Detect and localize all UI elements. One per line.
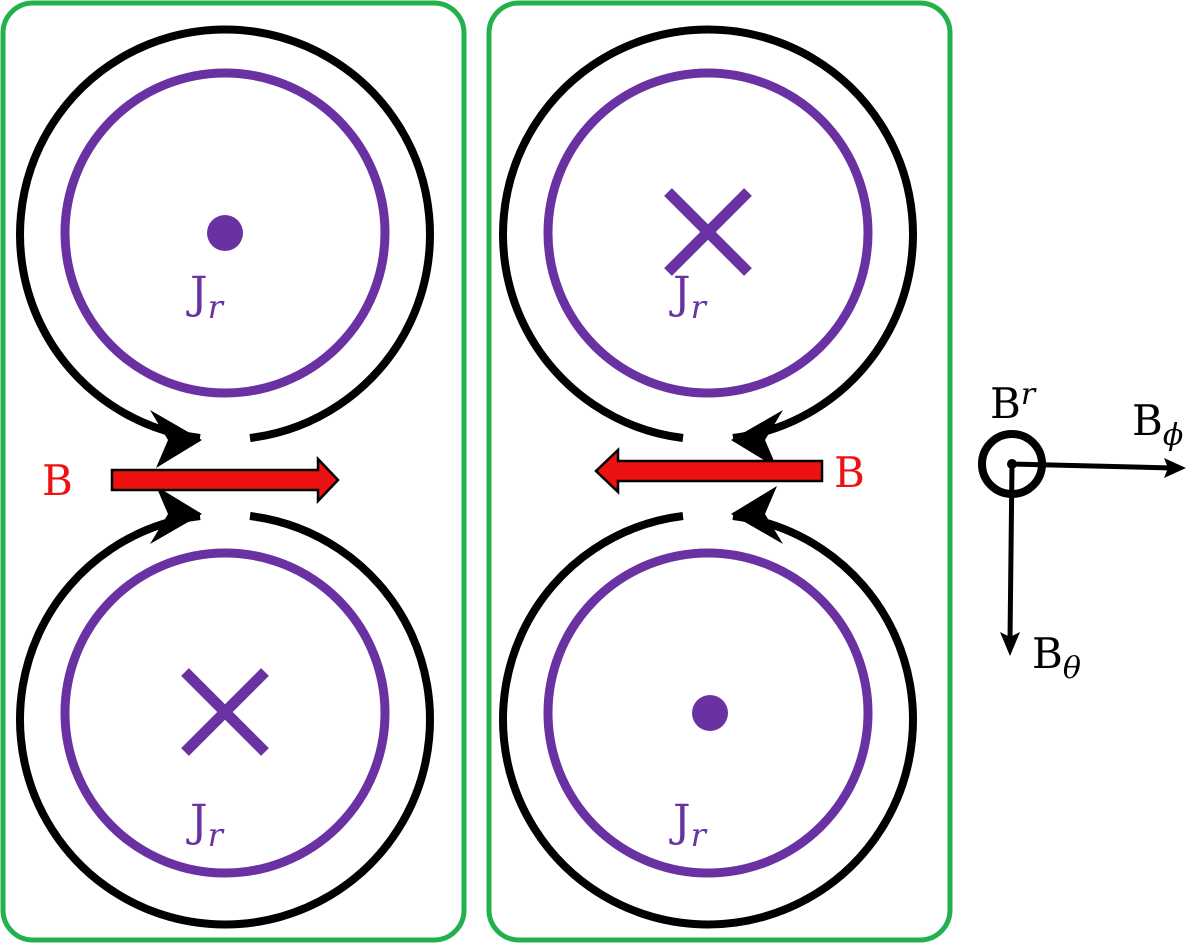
- b-theta-arrowhead-icon: [1000, 632, 1020, 656]
- current-label-top-right: Jr: [669, 268, 708, 326]
- cross-icon: [664, 188, 752, 276]
- field-label-right-panel: B: [834, 448, 865, 497]
- field-arrow-left-panel: [110, 455, 340, 505]
- dot-icon: [207, 215, 243, 251]
- current-loop-bottom-right: [543, 548, 873, 878]
- current-loop-top-left: [60, 68, 390, 398]
- axes-legend: Br Bϕ Bθ: [978, 377, 1186, 686]
- field-loop-bottom-right: [499, 512, 917, 929]
- panel-right-border: [486, 0, 953, 943]
- b-r-label: Br: [990, 377, 1037, 428]
- current-loop-bottom-left: [60, 548, 390, 878]
- dot-icon: [692, 695, 728, 731]
- current-label-bottom-left: Jr: [186, 796, 225, 854]
- b-theta-label: Bθ: [1032, 629, 1081, 686]
- arrowhead-bottom-right: [731, 486, 783, 544]
- b-phi-label: Bϕ: [1132, 396, 1183, 453]
- b-phi-axis: [1011, 461, 1173, 471]
- cross-icon: [181, 668, 269, 756]
- arrowhead-bottom-left: [150, 486, 202, 544]
- field-loop-top-right: [499, 25, 917, 442]
- panel-left-border: [0, 0, 467, 943]
- panel-left: Jr Jr B: [0, 0, 467, 943]
- b-theta-axis: [1007, 463, 1015, 641]
- arrowhead-top-left: [150, 410, 202, 468]
- field-label-left-panel: B: [42, 456, 73, 505]
- b-phi-arrowhead-icon: [1164, 458, 1186, 478]
- field-loop-top-left: [16, 25, 434, 442]
- field-loop-bottom-left: [16, 512, 434, 929]
- current-label-bottom-right: Jr: [669, 796, 708, 854]
- panel-right: Jr Jr B: [486, 0, 953, 943]
- current-label-top-left: Jr: [186, 268, 225, 326]
- field-arrow-right-panel: [594, 447, 824, 495]
- current-loop-top-right: [543, 68, 873, 398]
- arrowhead-top-right: [731, 410, 783, 468]
